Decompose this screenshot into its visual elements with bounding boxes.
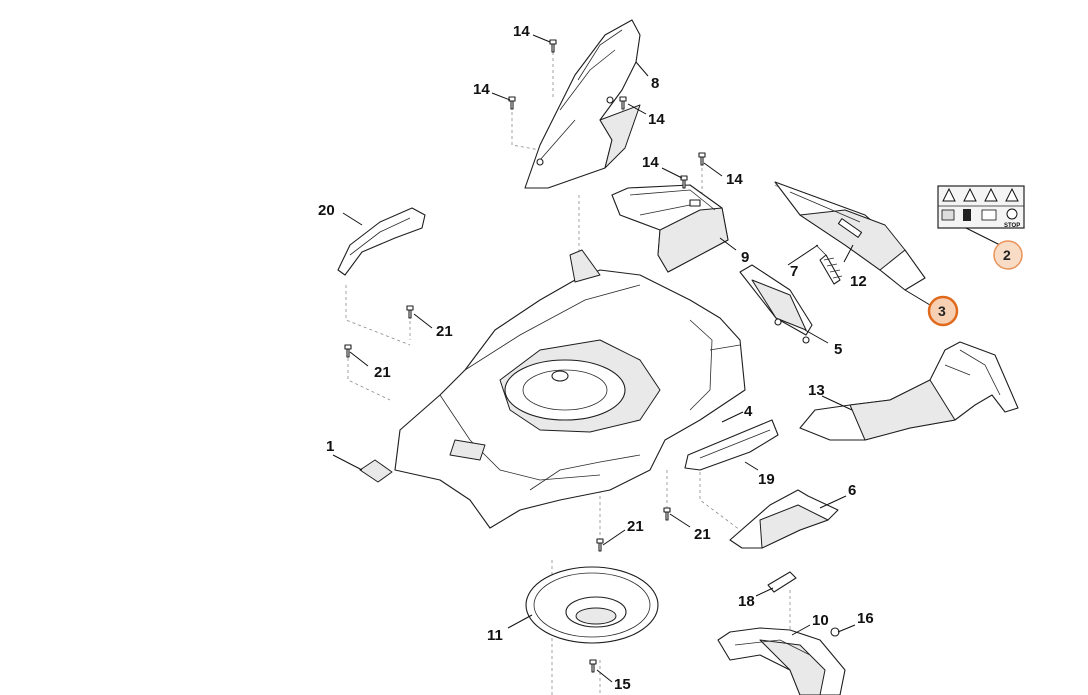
manual-icon <box>941 209 955 221</box>
callout-21: 21 <box>436 323 453 340</box>
callout-14: 14 <box>648 111 665 128</box>
callout-1: 1 <box>326 438 334 455</box>
callout-8: 8 <box>651 75 659 92</box>
callout-2: 2 <box>1003 247 1011 263</box>
screw-icon <box>663 507 671 521</box>
part-4-mower-deck[interactable] <box>394 249 746 529</box>
callout-labels: 14 8 14 14 14 14 20 9 7 12 5 21 21 13 4 … <box>318 23 874 693</box>
part-20-front-trim[interactable] <box>337 207 426 276</box>
part-2-warning-decal[interactable]: STOP <box>937 185 1025 229</box>
callout-5: 5 <box>834 341 842 358</box>
callout-2-highlight[interactable]: 2 <box>993 240 1023 270</box>
part-7-spring[interactable] <box>815 244 843 285</box>
callout-12: 12 <box>850 273 867 290</box>
screw-icon <box>698 152 706 166</box>
callout-3: 3 <box>938 303 946 319</box>
screw-icon <box>406 305 414 319</box>
part-6-deflector[interactable] <box>729 489 839 549</box>
screw-icon <box>549 39 557 53</box>
callout-3-highlight[interactable]: 3 <box>927 295 959 327</box>
part-12-pin[interactable] <box>837 218 863 238</box>
warning-triangle-icon <box>1005 187 1019 202</box>
leader-lines <box>332 34 1001 683</box>
callout-14: 14 <box>642 154 659 171</box>
decal-stop-text: STOP <box>1004 223 1020 229</box>
warning-triangle-icon <box>963 187 977 202</box>
warning-triangle-icon <box>942 187 956 202</box>
screw-icon <box>619 96 627 110</box>
screw-icon <box>596 538 604 552</box>
screw-icon <box>508 96 516 110</box>
callout-13: 13 <box>808 382 825 399</box>
callout-9: 9 <box>741 249 749 266</box>
part-11-blade-pan[interactable] <box>525 566 659 644</box>
screws <box>344 39 706 673</box>
person-icon <box>963 209 971 221</box>
callout-16: 16 <box>857 610 874 627</box>
part-13-discharge-chute[interactable] <box>799 341 1019 441</box>
part-1-label[interactable] <box>359 459 393 483</box>
callout-21: 21 <box>694 526 711 543</box>
part-18-clip[interactable] <box>767 571 797 593</box>
screw-icon <box>344 344 352 358</box>
callout-21: 21 <box>374 364 391 381</box>
callout-11: 11 <box>487 627 503 644</box>
part-3-rear-guard[interactable] <box>774 181 926 291</box>
screw-icon <box>589 659 597 673</box>
callout-15: 15 <box>614 676 631 693</box>
callout-6: 6 <box>848 482 856 499</box>
callout-21: 21 <box>627 518 644 535</box>
warning-triangle-icon <box>984 187 998 202</box>
callout-19: 19 <box>758 471 775 488</box>
callout-14: 14 <box>726 171 743 188</box>
screw-icon <box>680 175 688 189</box>
callout-7: 7 <box>790 263 798 280</box>
callout-20: 20 <box>318 202 335 219</box>
gear-icon <box>1006 208 1018 220</box>
part-8-rear-flap-arm[interactable] <box>524 19 641 189</box>
callout-4: 4 <box>744 403 753 420</box>
part-19-trim-strip[interactable] <box>684 419 779 471</box>
part-9-flap-bracket[interactable] <box>611 184 729 273</box>
callout-10: 10 <box>812 612 829 629</box>
callout-14: 14 <box>473 81 490 98</box>
callout-18: 18 <box>738 593 755 610</box>
distance-icon <box>981 209 997 221</box>
part-5-side-flap[interactable] <box>739 264 813 344</box>
callout-14: 14 <box>513 23 530 40</box>
part-16-nut[interactable] <box>830 627 840 637</box>
part-10-height-adjuster[interactable] <box>717 627 846 695</box>
